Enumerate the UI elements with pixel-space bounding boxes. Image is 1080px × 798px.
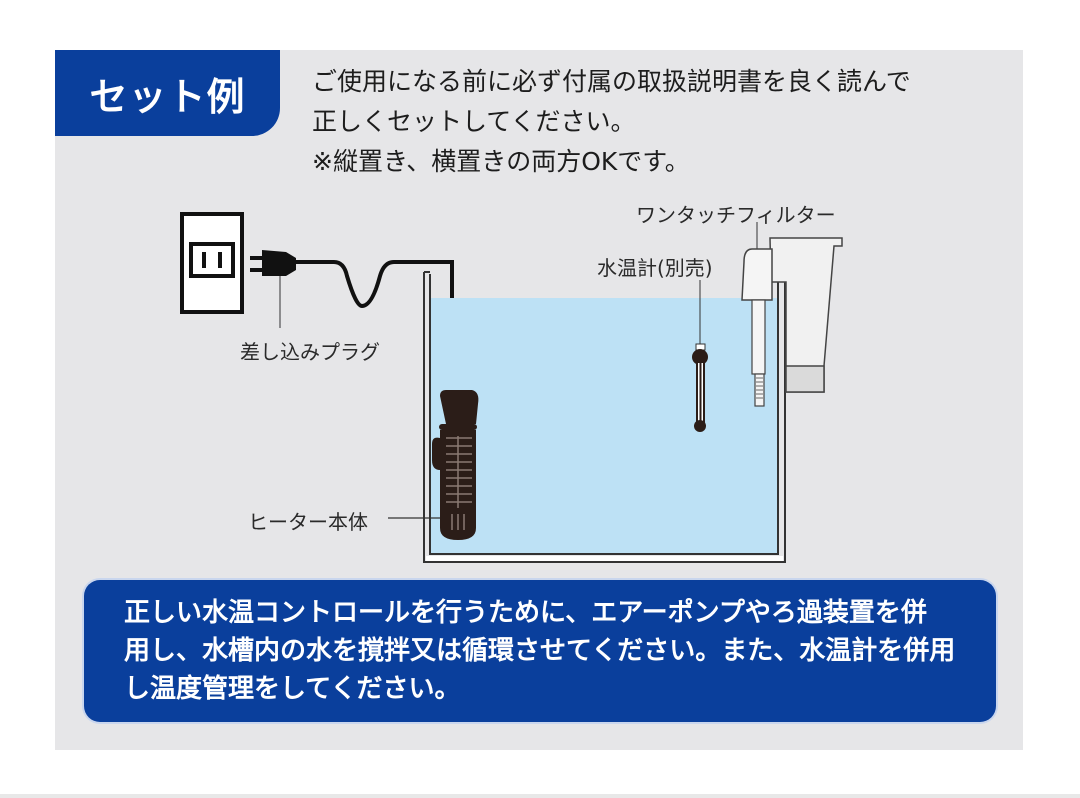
note-line: 正しい水温コントロールを行うために、エアーポンプやろ過装置を併	[124, 598, 927, 628]
filter-label: ワンタッチフィルター	[636, 203, 836, 227]
heater-label: ヒーター本体	[248, 510, 368, 534]
aquarium-tank	[423, 271, 786, 563]
note-line: 用し、水槽内の水を撹拌又は循環させてください。また、水温計を併用	[124, 636, 956, 666]
filter-icon	[741, 222, 843, 407]
thermometer-label: 水温計(別売)	[597, 256, 713, 280]
intro-text: ご使用になる前に必ず付属の取扱説明書を良く読んで 正しくセットしてください。 ※…	[312, 62, 911, 182]
divider	[0, 794, 1080, 798]
heater-icon	[388, 390, 479, 540]
intro-line: ※縦置き、横置きの両方OKです。	[312, 147, 690, 176]
power-cord	[296, 260, 454, 395]
title-tab: セット例	[55, 50, 280, 136]
note-line: し温度管理をしてください。	[124, 674, 461, 704]
wall-outlet-icon	[180, 212, 244, 314]
intro-line: 正しくセットしてください。	[312, 107, 636, 136]
usage-note: 正しい水温コントロールを行うために、エアーポンプやろ過装置を併 用し、水槽内の水…	[84, 580, 996, 722]
page-title: セット例	[89, 74, 246, 119]
plug-icon	[250, 250, 296, 328]
intro-line: ご使用になる前に必ず付属の取扱説明書を良く読んで	[312, 67, 911, 96]
plug-label: 差し込みプラグ	[240, 340, 380, 364]
thermometer-icon	[692, 280, 708, 432]
